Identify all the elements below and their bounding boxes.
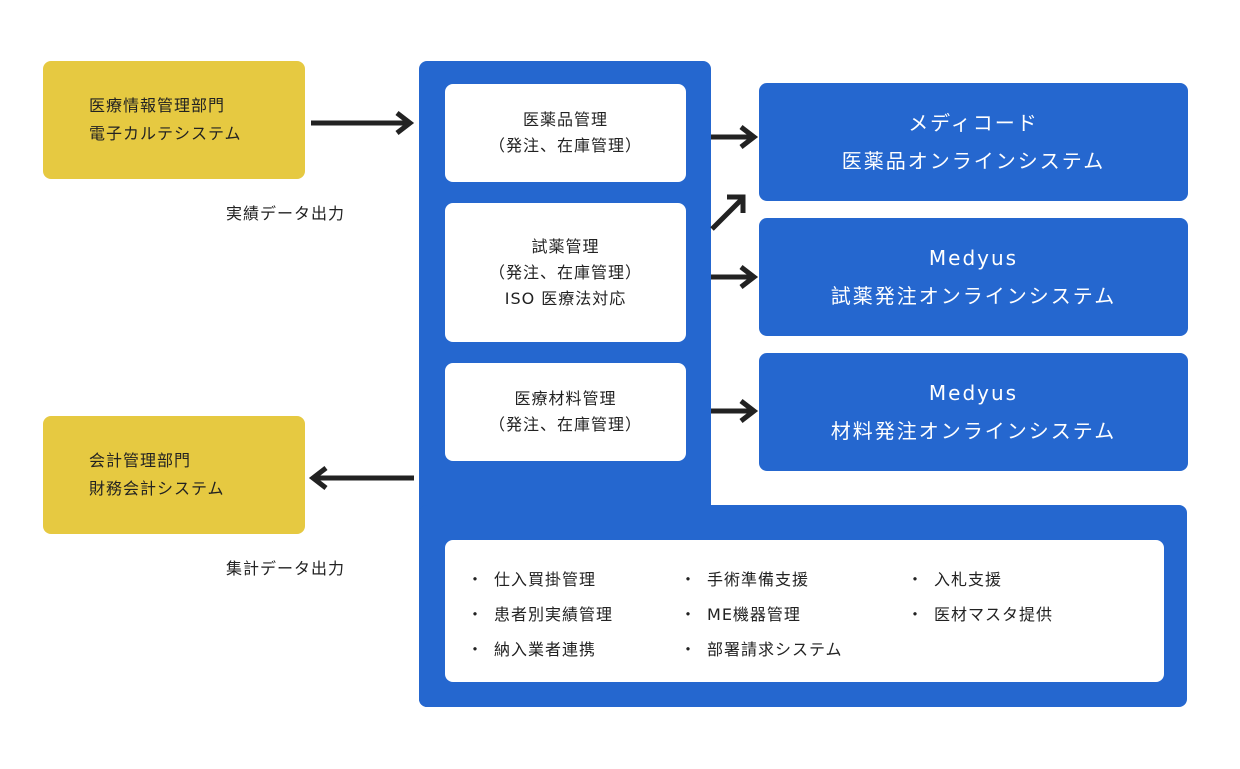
services-panel: ・仕入買掛管理 ・患者別実績管理 ・納入業者連携 ・手術準備支援 ・ME機器管理… — [445, 540, 1164, 682]
material-management-detail: （発注、在庫管理） — [488, 415, 642, 434]
accounting-dept-label: 会計管理部門 — [89, 451, 192, 470]
accounting-output-caption: 集計データ出力 — [226, 559, 346, 578]
medicode-online-box: メディコード 医薬品オンラインシステム — [759, 83, 1188, 201]
drug-management-box: 医薬品管理 （発注、在庫管理） — [445, 84, 686, 182]
arrow-right-icon — [711, 265, 759, 289]
accounting-system-box: 会計管理部門 財務会計システム — [43, 416, 305, 534]
accounting-system-label: 財務会計システム — [89, 479, 225, 498]
arrow-right-icon — [711, 399, 759, 423]
medicode-title: メディコード — [908, 111, 1039, 135]
service-item: ・部署請求システム — [680, 636, 843, 660]
arrow-left-icon — [308, 466, 414, 490]
bullet-icon: ・ — [680, 605, 698, 624]
bullet-icon: ・ — [680, 570, 698, 589]
service-item: ・入札支援 — [907, 566, 1002, 590]
service-item: ・納入業者連携 — [467, 636, 596, 660]
emr-dept-label: 医療情報管理部門 — [89, 96, 226, 115]
bullet-icon: ・ — [907, 605, 925, 624]
bullet-icon: ・ — [467, 570, 485, 589]
drug-management-title: 医薬品管理 — [522, 110, 608, 129]
emr-output-caption: 実績データ出力 — [226, 204, 346, 223]
service-item: ・仕入買掛管理 — [467, 566, 596, 590]
service-item: ・手術準備支援 — [680, 566, 809, 590]
bullet-icon: ・ — [907, 570, 925, 589]
medyus-reagent-title: Medyus — [928, 246, 1019, 270]
arrow-right-icon — [311, 111, 415, 135]
medyus-material-subtitle: 材料発注オンラインシステム — [830, 419, 1117, 443]
bullet-icon: ・ — [467, 640, 485, 659]
reagent-management-detail: （発注、在庫管理） — [488, 262, 642, 282]
arrow-up-right-icon — [710, 194, 746, 231]
medyus-material-box: Medyus 材料発注オンラインシステム — [759, 353, 1188, 471]
reagent-management-title: 試薬管理 — [531, 236, 600, 256]
service-item: ・ME機器管理 — [680, 601, 801, 625]
medyus-reagent-subtitle: 試薬発注オンラインシステム — [830, 284, 1117, 308]
drug-management-detail: （発注、在庫管理） — [488, 136, 642, 155]
reagent-management-box: 試薬管理 （発注、在庫管理） ISO 医療法対応 — [445, 203, 686, 342]
medicode-subtitle: 医薬品オンラインシステム — [841, 149, 1106, 173]
bullet-icon: ・ — [680, 640, 698, 659]
material-management-box: 医療材料管理 （発注、在庫管理） — [445, 363, 686, 461]
material-management-title: 医療材料管理 — [514, 389, 617, 408]
bullet-icon: ・ — [467, 605, 485, 624]
service-item: ・医材マスタ提供 — [907, 601, 1053, 625]
service-item: ・患者別実績管理 — [467, 601, 613, 625]
emr-system-box: 医療情報管理部門 電子カルテシステム — [43, 61, 305, 179]
arrow-right-icon — [711, 125, 759, 149]
reagent-management-iso: ISO 医療法対応 — [504, 288, 627, 308]
medyus-reagent-box: Medyus 試薬発注オンラインシステム — [759, 218, 1188, 336]
medyus-material-title: Medyus — [928, 381, 1019, 405]
emr-system-label: 電子カルテシステム — [89, 124, 242, 143]
